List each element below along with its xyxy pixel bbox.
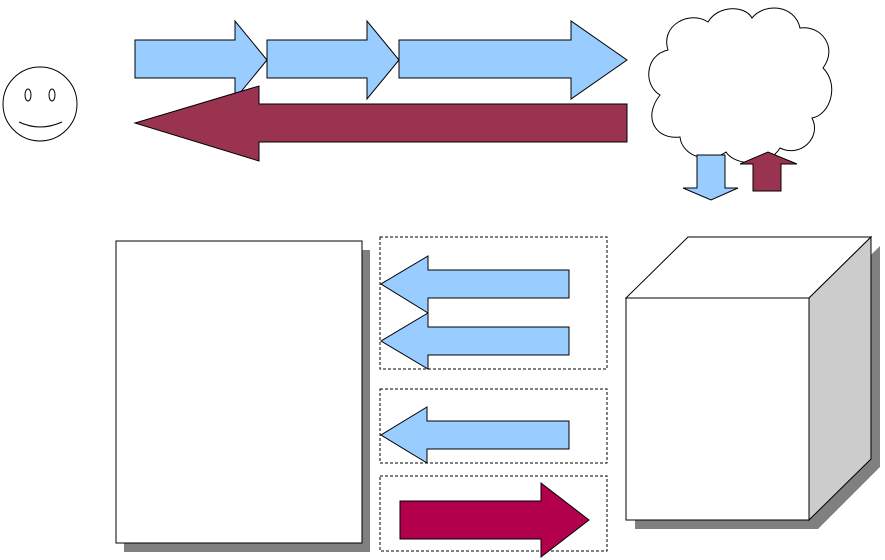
request-arrow-3 bbox=[398, 20, 628, 100]
group3-right-arrow bbox=[399, 481, 590, 559]
cloud-up-arrow bbox=[739, 151, 798, 192]
group-2-box bbox=[379, 388, 608, 464]
response-arrow bbox=[133, 85, 628, 162]
request-arrow-2 bbox=[266, 19, 400, 101]
group1-left-arrow-bottom bbox=[380, 312, 570, 370]
request-arrow-1 bbox=[134, 19, 268, 101]
cloud-icon bbox=[648, 7, 833, 164]
group-3-box bbox=[379, 475, 608, 552]
cube-box bbox=[624, 235, 880, 529]
smiley-face-icon bbox=[2, 66, 78, 142]
group-1-box bbox=[379, 236, 608, 370]
group2-left-arrow bbox=[380, 406, 570, 464]
group1-left-arrow-top bbox=[380, 255, 570, 314]
document-page bbox=[115, 240, 370, 552]
cloud-down-arrow bbox=[682, 154, 739, 201]
